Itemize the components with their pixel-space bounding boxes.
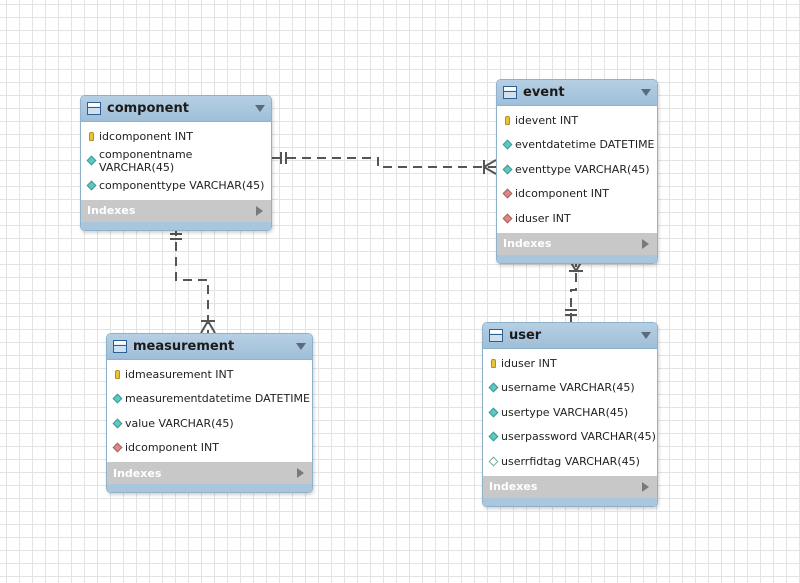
- indexes-section[interactable]: Indexes: [107, 462, 312, 484]
- table-component[interactable]: component idcomponent INT componentname …: [80, 95, 272, 231]
- expand-icon[interactable]: [297, 468, 304, 478]
- column-row[interactable]: usertype VARCHAR(45): [483, 400, 657, 425]
- indexes-section[interactable]: Indexes: [81, 199, 271, 222]
- table-footer: [483, 497, 657, 506]
- indexes-label: Indexes: [489, 480, 538, 493]
- column-row[interactable]: userrfidtag VARCHAR(45): [483, 449, 657, 474]
- table-footer: [497, 254, 657, 263]
- column-label: iduser INT: [501, 356, 557, 370]
- column-row[interactable]: iduser INT: [483, 351, 657, 376]
- foreign-key-icon: [112, 442, 122, 453]
- not-null-column-icon: [488, 407, 498, 418]
- primary-key-icon: [502, 115, 512, 125]
- column-label: userrfidtag VARCHAR(45): [501, 454, 640, 468]
- table-title: user: [509, 328, 542, 343]
- foreign-key-icon: [502, 213, 512, 224]
- table-measurement[interactable]: measurement idmeasurement INT measuremen…: [106, 333, 313, 493]
- column-row[interactable]: measurementdatetime DATETIME: [107, 387, 312, 412]
- column-label: eventdatetime DATETIME: [515, 138, 655, 152]
- collapse-icon[interactable]: [296, 343, 306, 350]
- column-label: usertype VARCHAR(45): [501, 405, 629, 419]
- column-row[interactable]: componenttype VARCHAR(45): [81, 173, 271, 198]
- column-list: idcomponent INT componentname VARCHAR(45…: [81, 122, 271, 200]
- column-label: idevent INT: [515, 113, 579, 127]
- column-row[interactable]: idcomponent INT: [81, 124, 271, 149]
- indexes-label: Indexes: [87, 204, 136, 217]
- column-list: iduser INT username VARCHAR(45) usertype…: [483, 349, 657, 476]
- table-icon: [503, 86, 517, 99]
- table-event[interactable]: event idevent INT eventdatetime DATETIME…: [496, 79, 658, 264]
- column-label: value VARCHAR(45): [125, 416, 234, 430]
- not-null-column-icon: [488, 382, 498, 393]
- not-null-column-icon: [488, 431, 498, 442]
- table-footer: [81, 221, 271, 230]
- column-list: idevent INT eventdatetime DATETIME event…: [497, 106, 657, 233]
- indexes-section[interactable]: Indexes: [497, 232, 657, 255]
- not-null-column-icon: [502, 139, 512, 150]
- column-row[interactable]: value VARCHAR(45): [107, 411, 312, 436]
- foreign-key-icon: [502, 188, 512, 199]
- table-footer: [107, 484, 312, 492]
- indexes-section[interactable]: Indexes: [483, 475, 657, 498]
- table-title: component: [107, 101, 189, 116]
- collapse-icon[interactable]: [641, 89, 651, 96]
- nullable-column-icon: [488, 456, 498, 467]
- table-icon: [113, 340, 127, 353]
- column-label: eventtype VARCHAR(45): [515, 162, 650, 176]
- table-icon: [87, 102, 101, 115]
- column-row[interactable]: componentname VARCHAR(45): [81, 147, 271, 174]
- column-row[interactable]: eventdatetime DATETIME: [497, 133, 657, 158]
- table-header[interactable]: event: [497, 80, 657, 106]
- indexes-label: Indexes: [503, 237, 552, 250]
- column-label: componenttype VARCHAR(45): [99, 178, 265, 192]
- column-label: iduser INT: [515, 211, 571, 225]
- not-null-column-icon: [86, 180, 96, 191]
- column-label: idcomponent INT: [99, 129, 193, 143]
- expand-icon[interactable]: [256, 205, 263, 216]
- collapse-icon[interactable]: [641, 332, 651, 339]
- column-label: measurementdatetime DATETIME: [125, 392, 310, 406]
- column-row[interactable]: idcomponent INT: [497, 182, 657, 207]
- not-null-column-icon: [502, 164, 512, 175]
- column-row[interactable]: username VARCHAR(45): [483, 376, 657, 401]
- expand-icon[interactable]: [642, 238, 649, 249]
- not-null-column-icon: [112, 393, 122, 404]
- primary-key-icon: [488, 358, 498, 368]
- table-title: event: [523, 85, 565, 100]
- column-row[interactable]: idevent INT: [497, 108, 657, 133]
- table-header[interactable]: measurement: [107, 334, 312, 360]
- primary-key-icon: [112, 369, 122, 379]
- column-row[interactable]: iduser INT: [497, 206, 657, 231]
- not-null-column-icon: [112, 418, 122, 429]
- table-title: measurement: [133, 339, 235, 354]
- column-label: idcomponent INT: [515, 187, 609, 201]
- table-user[interactable]: user iduser INT username VARCHAR(45) use…: [482, 322, 658, 507]
- table-header[interactable]: component: [81, 96, 271, 122]
- column-label: username VARCHAR(45): [501, 381, 635, 395]
- column-row[interactable]: eventtype VARCHAR(45): [497, 157, 657, 182]
- column-label: componentname VARCHAR(45): [99, 147, 193, 174]
- expand-icon[interactable]: [642, 481, 649, 492]
- column-list: idmeasurement INT measurementdatetime DA…: [107, 360, 312, 462]
- column-row[interactable]: idmeasurement INT: [107, 362, 312, 387]
- relationship-component-measurement: [170, 227, 216, 334]
- table-header[interactable]: user: [483, 323, 657, 349]
- table-icon: [489, 329, 503, 342]
- column-label: userpassword VARCHAR(45): [501, 430, 656, 444]
- column-row[interactable]: userpassword VARCHAR(45): [483, 425, 657, 450]
- column-label: idcomponent INT: [125, 441, 219, 455]
- collapse-icon[interactable]: [255, 105, 265, 112]
- column-label: idmeasurement INT: [125, 367, 234, 381]
- relationship-component-event: [272, 152, 497, 175]
- relationship-user-event: [565, 258, 584, 322]
- indexes-label: Indexes: [113, 466, 162, 480]
- column-row[interactable]: idcomponent INT: [107, 436, 312, 461]
- primary-key-icon: [86, 131, 96, 141]
- not-null-column-icon: [86, 155, 96, 166]
